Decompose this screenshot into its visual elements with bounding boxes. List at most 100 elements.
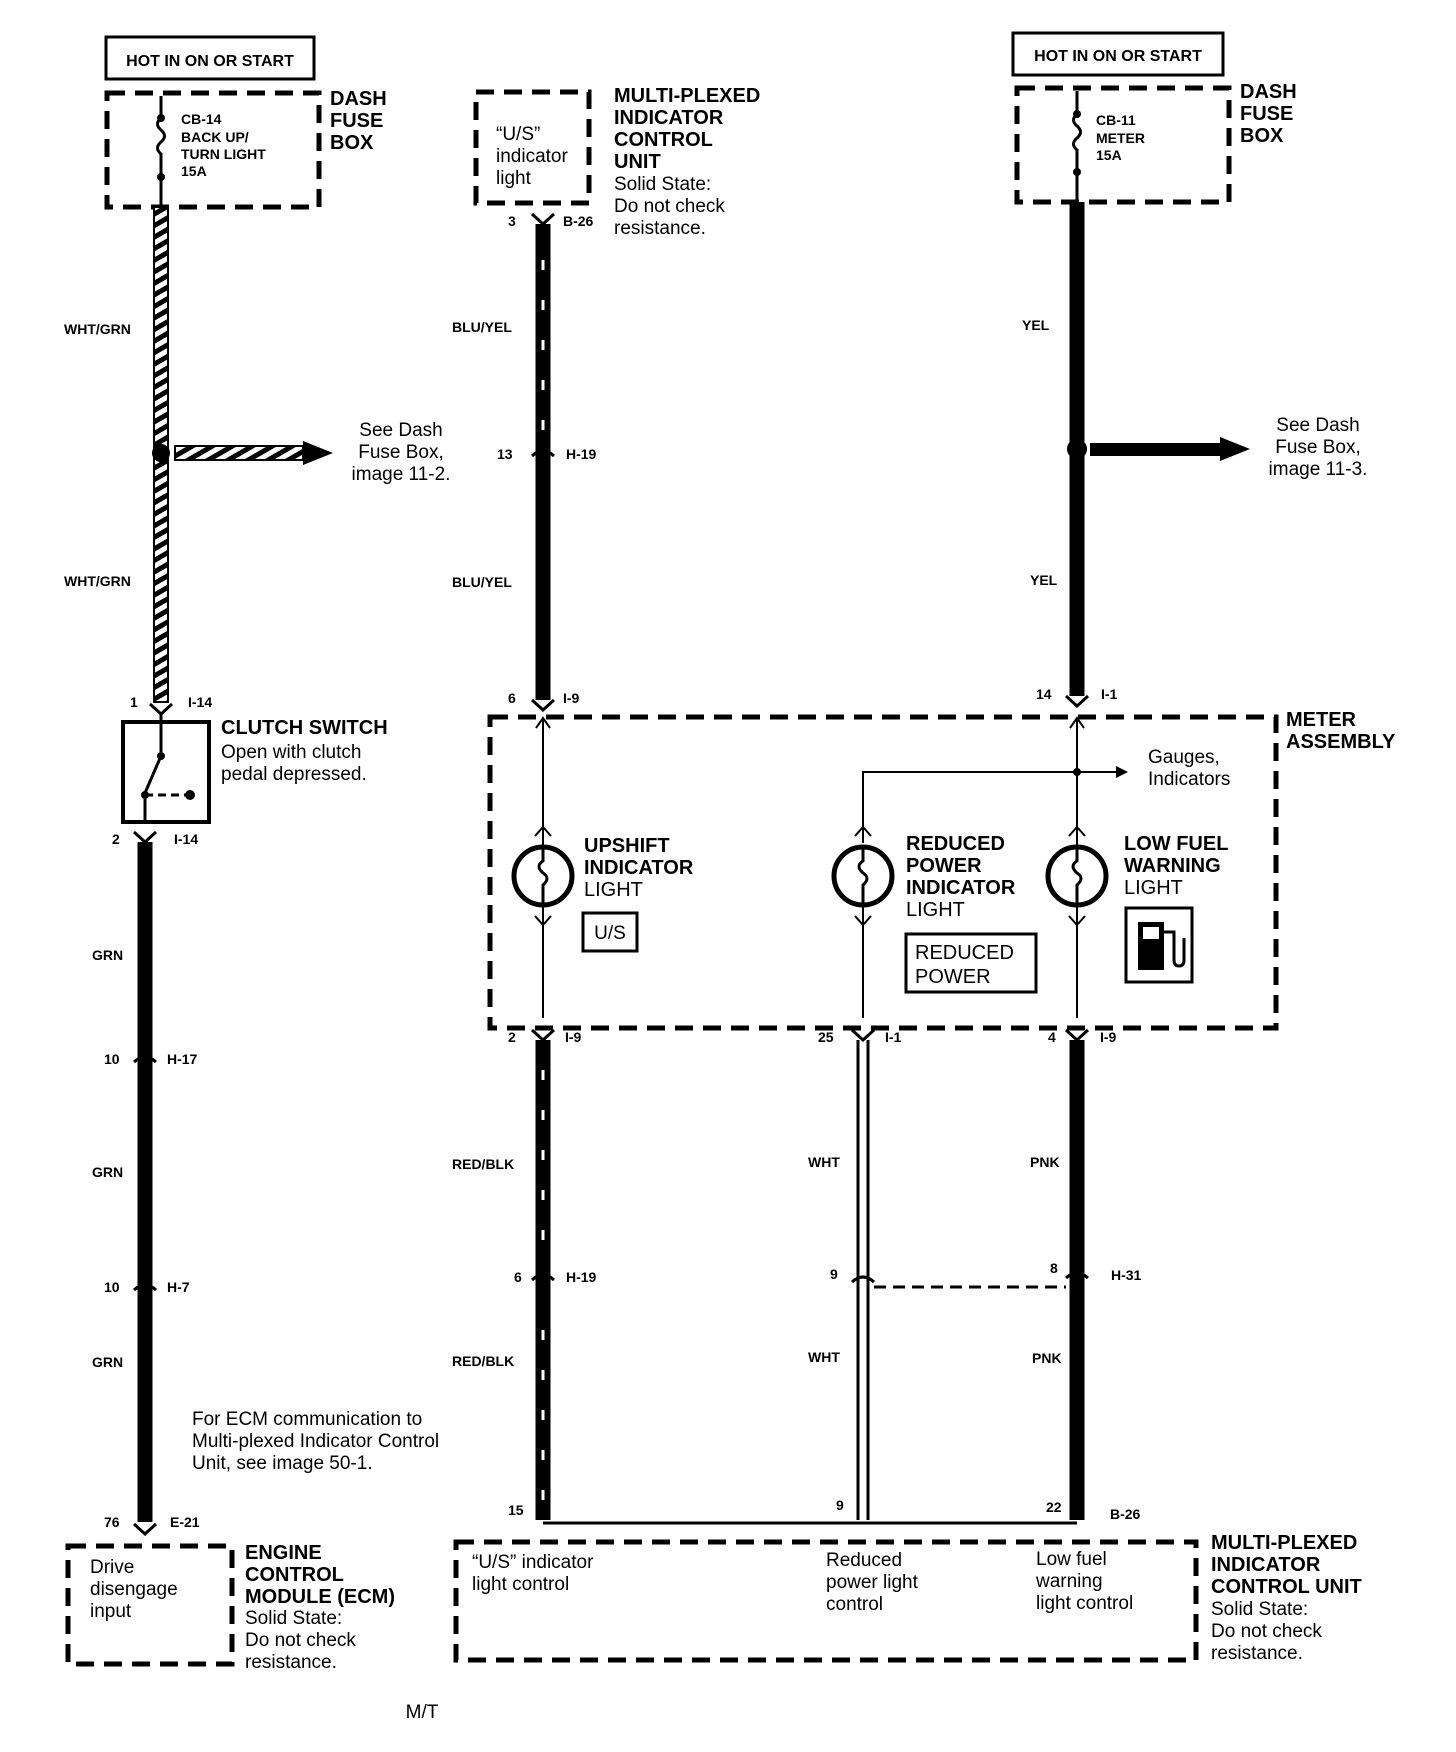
- ecm-inner-line1: Drive: [90, 1557, 134, 1578]
- wire-label-yel-2: YEL: [1030, 572, 1058, 588]
- pin-e21: 76: [104, 1514, 120, 1530]
- left-fuse-id: CB-14: [181, 111, 222, 127]
- fuel-pump-icon: [1124, 906, 1194, 984]
- right-see-line3: image 11-3.: [1269, 459, 1368, 480]
- ecm-title-line3: MODULE (ECM): [245, 1586, 395, 1608]
- left-fusebox-title-2: FUSE: [330, 110, 383, 132]
- pin-i9-bottom: 2: [508, 1029, 516, 1045]
- wire-label-yel-1: YEL: [1022, 317, 1050, 333]
- wire-label-red-blk-2: RED/BLK: [452, 1353, 514, 1369]
- conn-i14-top: I-14: [188, 694, 212, 710]
- left-fuse-rating: 15A: [181, 163, 207, 179]
- pin-i14-bottom: 2: [112, 831, 120, 847]
- reduced-badge-2: POWER: [915, 966, 991, 988]
- wire-label-wht-1: WHT: [808, 1154, 840, 1170]
- wire-pnk: 4 I-9 PNK PNK 8 H-31 22 B-26: [874, 1028, 1142, 1522]
- wire-label-grn-3: GRN: [92, 1354, 123, 1370]
- pin-b26-bottom-3: 22: [1046, 1499, 1062, 1515]
- wire-blu-yel: BLU/YEL BLU/YEL 13 H-19 6 I-9: [452, 224, 597, 713]
- wire-label-blu-yel-2: BLU/YEL: [452, 574, 512, 590]
- reduced-title-1: REDUCED: [906, 833, 1005, 855]
- right-hot-label: HOT IN ON OR START: [1034, 48, 1202, 65]
- conn-i1-top: I-1: [1101, 686, 1118, 702]
- top-micu: “U/S” indicator light MULTI-PLEXED INDIC…: [473, 85, 760, 239]
- ecm-title-line2: CONTROL: [245, 1564, 344, 1586]
- left-arrow-icon: [303, 441, 333, 465]
- right-dash-fuse-box: CB-11 METER 15A DASH FUSE BOX: [1014, 81, 1297, 205]
- pin-h31-wht: 9: [830, 1266, 838, 1282]
- pin-h7: 10: [104, 1279, 120, 1295]
- gauges-line2: Indicators: [1148, 769, 1230, 790]
- wire-wht: 25 I-1 WHT WHT 9 9: [808, 1028, 902, 1520]
- wire-label-red-blk-1: RED/BLK: [452, 1156, 514, 1172]
- right-see-line2: Fuse Box,: [1275, 437, 1361, 458]
- left-fuse-line2: BACK UP/: [181, 129, 249, 145]
- left-hot-label: HOT IN ON OR START: [126, 53, 294, 70]
- wire-label-wht-grn-1: WHT/GRN: [64, 321, 131, 337]
- pin-b26-bottom-2: 9: [836, 1497, 844, 1513]
- clutch-switch-note2: pedal depressed.: [221, 764, 367, 785]
- us-badge: U/S: [594, 923, 626, 944]
- top-micu-title1: MULTI-PLEXED: [614, 85, 760, 107]
- right-fuse-rating: 15A: [1096, 147, 1122, 163]
- left-see-line3: image 11-2.: [352, 464, 451, 485]
- meter-title-2: ASSEMBLY: [1286, 731, 1396, 753]
- conn-i9-top: I-9: [563, 690, 580, 706]
- ecm-note-line1: For ECM communication to: [192, 1409, 422, 1430]
- left-dash-fuse-box: CB-14 BACK UP/ TURN LIGHT 15A DASH FUSE …: [104, 88, 387, 210]
- top-micu-note1: Solid State:: [614, 174, 711, 195]
- ecm-module: Drive disengage input ENGINE CONTROL MOD…: [65, 1542, 395, 1673]
- top-micu-inner3: light: [496, 168, 532, 189]
- upshift-title-1: UPSHIFT: [584, 835, 670, 857]
- conn-h7: H-7: [167, 1279, 190, 1295]
- bottom-micu-lf-2: warning: [1035, 1571, 1103, 1592]
- top-micu-inner2: indicator: [496, 146, 568, 167]
- ecm-note-line3-ss: resistance.: [245, 1652, 337, 1673]
- conn-b26-bottom: B-26: [1110, 1506, 1141, 1522]
- ecm-inner-line2: disengage: [90, 1579, 178, 1600]
- pin-h19-top: 13: [497, 446, 513, 462]
- pin-i9-bottom-2: 4: [1048, 1029, 1056, 1045]
- right-fusebox-title-3: BOX: [1240, 125, 1284, 147]
- bottom-micu-title-3: CONTROL UNIT: [1211, 1576, 1362, 1598]
- wire-yel: YEL YEL 14 I-1: [1022, 202, 1250, 709]
- reduced-power-bulb-icon: [831, 825, 895, 927]
- bottom-micu: “U/S” indicator light control Reduced po…: [453, 1521, 1362, 1664]
- ecm-title-line1: ENGINE: [245, 1542, 322, 1564]
- wire-label-grn-2: GRN: [92, 1164, 123, 1180]
- lowfuel-title-2: WARNING: [1124, 855, 1221, 877]
- ecm-inner-line3: input: [90, 1601, 132, 1622]
- wire-red-blk: 2 I-9 RED/BLK RED/BLK 6 H-19 15: [452, 1028, 597, 1520]
- right-fusebox-title-1: DASH: [1240, 81, 1297, 103]
- conn-h19-bottom: H-19: [566, 1269, 597, 1285]
- bottom-micu-lf-1: Low fuel: [1036, 1549, 1107, 1570]
- top-micu-note2: Do not check: [614, 196, 725, 217]
- top-micu-title3: CONTROL: [614, 129, 713, 151]
- clutch-switch: CLUTCH SWITCH Open with clutch pedal dep…: [121, 714, 388, 824]
- pin-h31-pnk: 8: [1050, 1260, 1058, 1276]
- wire-label-pnk-1: PNK: [1030, 1154, 1060, 1170]
- conn-i9-bottom: I-9: [565, 1029, 582, 1045]
- connector-i14-top: 1 I-14: [130, 694, 212, 717]
- wire-label-wht-grn-2: WHT/GRN: [64, 573, 131, 589]
- left-fuse-line3: TURN LIGHT: [181, 146, 266, 162]
- left-see-line2: Fuse Box,: [358, 442, 444, 463]
- wire-label-grn-1: GRN: [92, 947, 123, 963]
- wire-grn: GRN GRN GRN 10 H-17 10 H-7: [92, 842, 198, 1522]
- wire-label-blu-yel-1: BLU/YEL: [452, 319, 512, 335]
- right-see-note: See Dash Fuse Box, image 11-3.: [1269, 415, 1368, 480]
- bottom-micu-title-1: MULTI-PLEXED: [1211, 1532, 1357, 1554]
- low-fuel-bulb-icon: [1045, 825, 1109, 927]
- ecm-note-line1-ss: Solid State:: [245, 1608, 342, 1629]
- footer-mt-label: M/T: [406, 1702, 439, 1723]
- connector-i14-bottom: 2 I-14: [112, 830, 198, 847]
- upshift-title-3: LIGHT: [584, 879, 643, 901]
- top-micu-title2: INDICATOR: [614, 107, 724, 129]
- top-micu-note3: resistance.: [614, 218, 706, 239]
- left-see-line1: See Dash: [359, 420, 442, 441]
- conn-i1-bottom: I-1: [885, 1029, 902, 1045]
- upshift-title-2: INDICATOR: [584, 857, 694, 879]
- right-fusebox-title-2: FUSE: [1240, 103, 1293, 125]
- bottom-micu-rp-1: Reduced: [826, 1550, 902, 1571]
